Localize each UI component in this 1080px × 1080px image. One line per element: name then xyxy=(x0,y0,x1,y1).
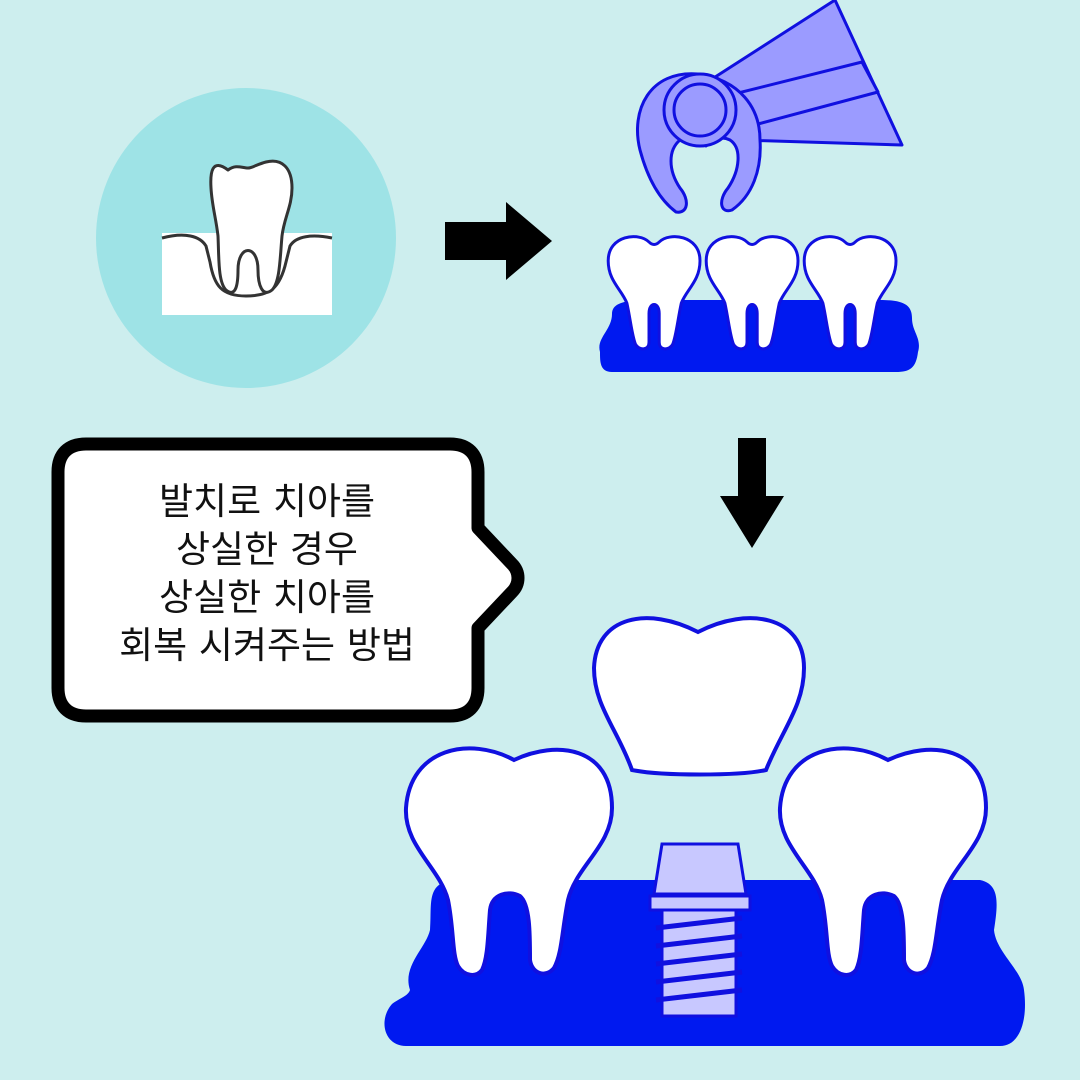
arrow-right-icon xyxy=(445,202,552,280)
dental-implant-icon xyxy=(648,842,752,1018)
dental-crown-icon xyxy=(591,616,807,777)
extraction-forceps-icon xyxy=(635,0,904,214)
right-tooth xyxy=(777,746,989,977)
speech-bubble xyxy=(51,437,525,723)
bubble-line-4: 회복 시켜주는 방법 xyxy=(119,624,415,667)
tooth-root-icon xyxy=(96,88,396,388)
bubble-line-1: 발치로 치아를 xyxy=(158,480,375,523)
bubble-text: 발치로 치아를 상실한 경우 상실한 치아를 회복 시켜주는 방법 xyxy=(62,478,472,670)
left-tooth xyxy=(403,746,615,977)
bubble-line-2: 상실한 경우 xyxy=(176,528,358,571)
bubble-line-3: 상실한 치아를 xyxy=(158,576,375,619)
arrow-down-icon xyxy=(720,438,784,548)
teeth-row-icon xyxy=(599,235,919,372)
